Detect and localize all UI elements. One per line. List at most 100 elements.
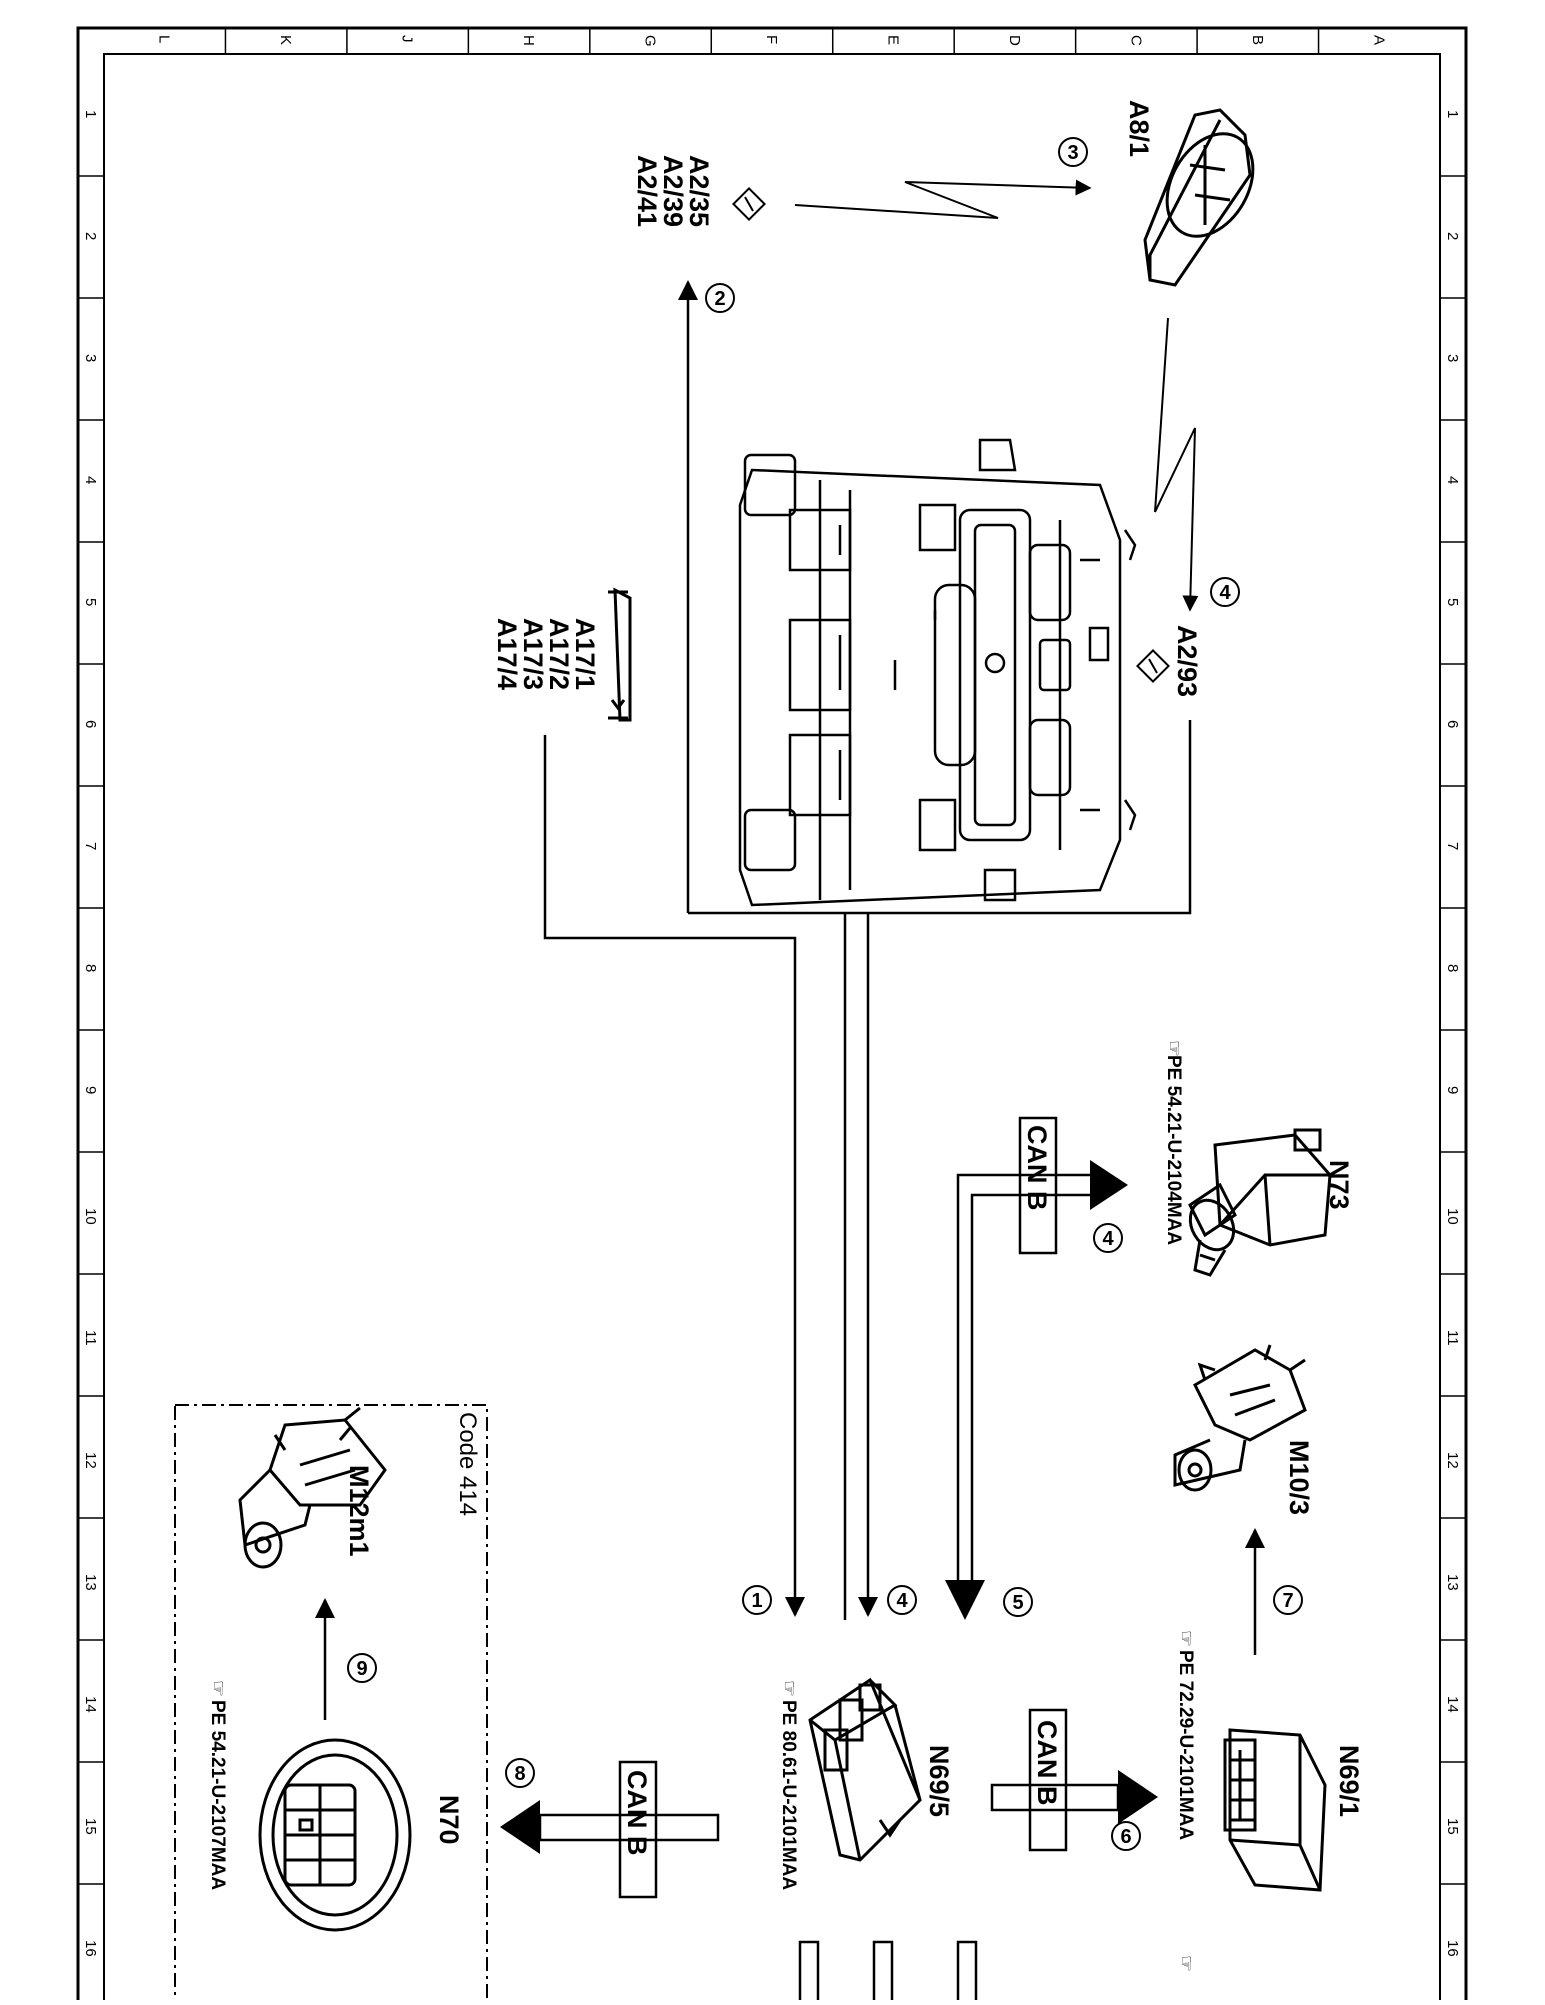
label-a17-4: A17/4 (492, 618, 522, 690)
marker-7: 7 (1273, 1585, 1303, 1615)
control-unit-n69-5-icon (808, 1677, 922, 1862)
ignition-switch-n73-icon (1188, 1128, 1332, 1277)
can-arrow-n70 (500, 1800, 540, 1854)
manual-ref-icon-n69-1: ☞ (1175, 1630, 1196, 1647)
radio-link-3 (794, 179, 1092, 219)
marker-4-n69-5: 4 (887, 1585, 917, 1615)
line-a2-93-bus (688, 720, 1192, 915)
row-number-5-right: 5 (1444, 598, 1461, 606)
svg-text:5: 5 (1012, 1592, 1023, 1614)
column-letter-C: C (1127, 35, 1144, 46)
code-414-box (174, 1404, 488, 2005)
label-a8-1: A8/1 (1124, 100, 1154, 157)
radio-link-4 (1154, 317, 1199, 612)
column-letter-G: G (642, 35, 659, 47)
svg-text:9: 9 (356, 1658, 367, 1680)
column-letter-H: H (520, 35, 537, 46)
row-number-3-left: 3 (82, 354, 99, 362)
svg-text:7: 7 (1282, 1590, 1293, 1612)
drawing-frame (76, 26, 1468, 2005)
antenna-symbol-a2-93 (1136, 649, 1170, 683)
row-number-3-right: 3 (1444, 354, 1461, 362)
row-number-2-left: 2 (82, 232, 99, 240)
row-number-10-left: 10 (82, 1208, 99, 1225)
column-letter-K: K (277, 35, 294, 45)
label-a2-93: A2/93 (1172, 625, 1202, 697)
remote-key-a8-1-icon (1143, 108, 1255, 287)
marker-5: 5 (1003, 1587, 1033, 1617)
can-b-label-n73: CAN B (1022, 1125, 1052, 1211)
connector-stubs (798, 1940, 978, 2000)
row-number-7-left: 7 (82, 842, 99, 850)
manual-ref-icon-n70: ☞ (207, 1680, 228, 1697)
marker-3: 3 (1058, 137, 1088, 167)
row-number-8-left: 8 (82, 964, 99, 972)
row-number-6-left: 6 (82, 720, 99, 728)
label-n73: N73 (1324, 1160, 1354, 1210)
label-a17-2: A17/2 (544, 618, 574, 690)
marker-4-a293: 4 (1210, 577, 1240, 607)
reference-n73: PE 54.21-U-2104MAA (1163, 1055, 1184, 1245)
line-a17-to-n69-5 (543, 735, 805, 1617)
marker-9: 9 (347, 1653, 377, 1683)
manual-ref-icon-n69-5: ☞ (778, 1680, 799, 1697)
can-b-label-n70: CAN B (622, 1770, 652, 1856)
row-number-15-left: 15 (82, 1818, 99, 1835)
can-b-box-n73 (1018, 1116, 1058, 1255)
can-b-label-n69-1: CAN B (1032, 1720, 1062, 1806)
column-letter-D: D (1006, 35, 1023, 46)
manual-ref-icon-bottom: ☞ (1175, 1955, 1196, 1972)
label-n70: N70 (434, 1795, 464, 1845)
row-number-10-right: 10 (1444, 1208, 1461, 1225)
column-letter-J: J (399, 35, 416, 43)
svg-text:2: 2 (714, 288, 725, 310)
svg-text:6: 6 (1120, 1826, 1131, 1848)
label-a17-3: A17/3 (518, 618, 548, 690)
reference-n69-5: PE 80.61-U-2101MAA (778, 1700, 799, 1890)
can-arrow-n73 (1090, 1160, 1128, 1210)
row-number-16-left: 16 (82, 1940, 99, 1957)
column-letter-E: E (884, 35, 901, 45)
svg-text:3: 3 (1067, 142, 1078, 164)
manual-ref-icon-n73: ☞ (1163, 1040, 1184, 1057)
column-letter-A: A (1370, 35, 1387, 45)
row-number-13-left: 13 (82, 1574, 99, 1591)
marker-1: 1 (742, 1585, 772, 1615)
row-number-5-left: 5 (82, 598, 99, 606)
row-number-9-right: 9 (1444, 1086, 1461, 1094)
column-letter-L: L (156, 35, 173, 43)
row-number-8-right: 8 (1444, 964, 1461, 972)
overhead-panel-n70-icon (258, 1738, 412, 1932)
svg-text:8: 8 (514, 1763, 525, 1785)
can-b-box-n70 (618, 1760, 658, 1899)
label-a2-41: A2/41 (632, 155, 662, 227)
can-arrow-n69-1 (1118, 1770, 1158, 1824)
label-n69-1: N69/1 (1334, 1745, 1364, 1817)
label-a2-35: A2/35 (684, 155, 714, 227)
row-number-12-right: 12 (1444, 1452, 1461, 1469)
label-a2-39: A2/39 (658, 155, 688, 227)
svg-text:4: 4 (1219, 582, 1231, 604)
motor-m10-3-icon (1173, 1344, 1307, 1492)
row-number-11-left: 11 (82, 1330, 99, 1346)
row-number-13-right: 13 (1444, 1574, 1461, 1591)
row-number-4-left: 4 (82, 476, 99, 484)
row-number-1-left: 1 (82, 110, 99, 118)
arrow-5 (945, 1580, 985, 1620)
marker-8: 8 (505, 1758, 535, 1788)
row-number-1-right: 1 (1444, 110, 1461, 118)
label-n69-5: N69/5 (924, 1745, 954, 1817)
motor-m12m1-icon (238, 1406, 387, 1569)
row-number-15-right: 15 (1444, 1818, 1461, 1835)
svg-text:1: 1 (751, 1590, 762, 1612)
marker-4-n73: 4 (1093, 1223, 1123, 1253)
row-number-16-right: 16 (1444, 1940, 1461, 1957)
label-m10-3: M10/3 (1284, 1440, 1314, 1515)
reference-n69-1: PE 72.29-U-2101MAA (1175, 1650, 1196, 1840)
column-letter-B: B (1249, 35, 1266, 45)
row-number-12-left: 12 (82, 1452, 99, 1469)
column-letter-F: F (763, 35, 780, 44)
row-number-7-right: 7 (1444, 842, 1461, 850)
